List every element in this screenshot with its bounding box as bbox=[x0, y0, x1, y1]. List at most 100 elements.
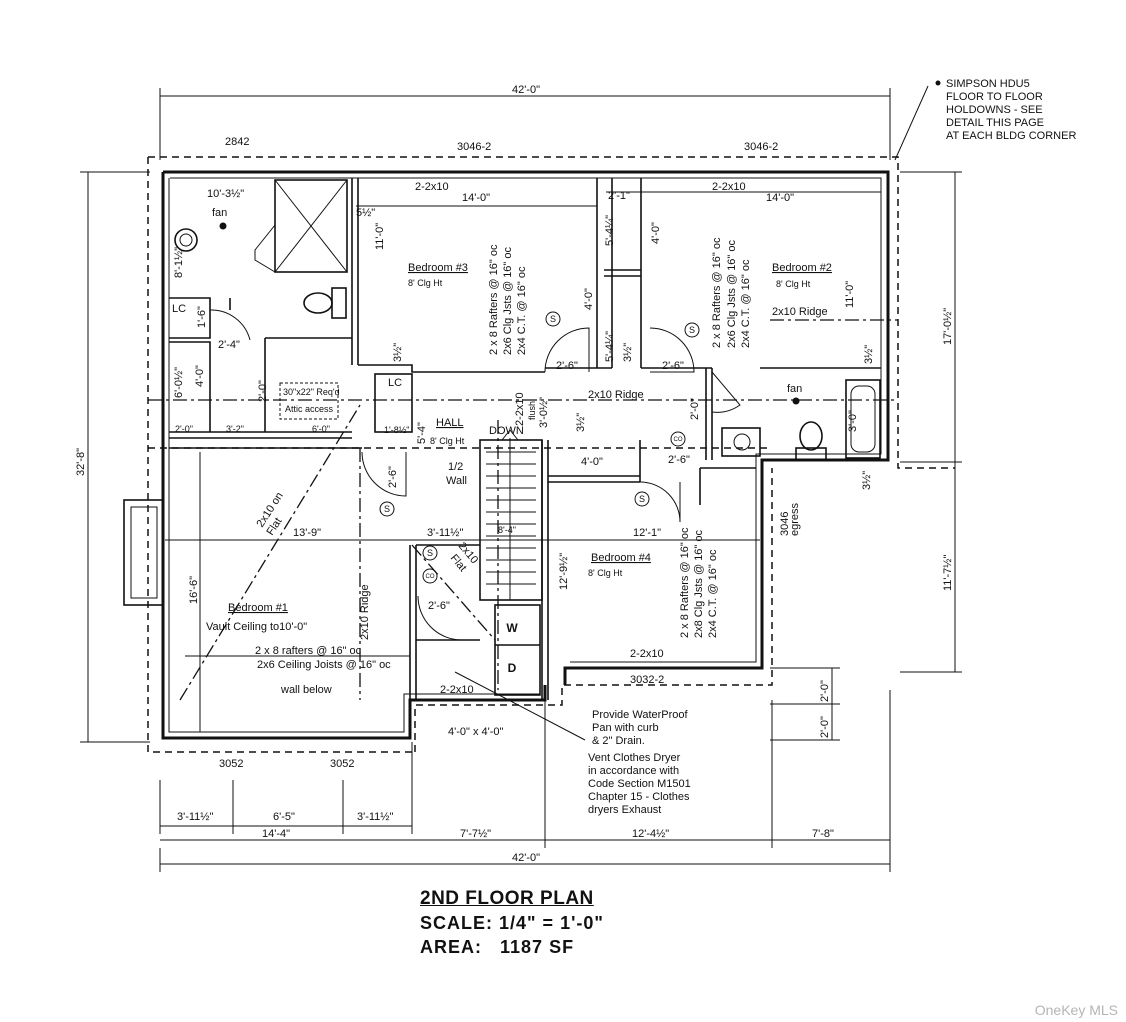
onekey-mls-watermark: OneKey MLS bbox=[1034, 1002, 1118, 1018]
window-tag: 3052 bbox=[330, 758, 354, 770]
svg-text:CO: CO bbox=[426, 574, 435, 580]
dim-misc: 2'-6" bbox=[662, 360, 684, 372]
waterproof-note: Provide WaterProof Pan with curb & 2" Dr… bbox=[592, 709, 689, 747]
svg-text:2x8 Clg Jsts @ 16" oc: 2x8 Clg Jsts @ 16" oc bbox=[693, 529, 705, 638]
wall-below-label: wall below bbox=[280, 684, 332, 696]
dimension-lines bbox=[80, 85, 962, 872]
svg-text:AT EACH BLDG CORNER: AT EACH BLDG CORNER bbox=[946, 130, 1076, 142]
dim-jog-2: 2'-0" bbox=[819, 716, 831, 738]
half-wall-label: 1/2 bbox=[448, 461, 463, 473]
ridge-label: 2x10 Ridge bbox=[588, 389, 644, 401]
dim-room: 10'-3½" bbox=[207, 188, 244, 200]
header-label-2: 2-2x10 bbox=[712, 181, 746, 193]
dim-misc: 3'-0" bbox=[847, 410, 859, 432]
bedroom2-ceiling: 8' Clg Ht bbox=[776, 279, 811, 289]
dim-misc: 5'-4¼" bbox=[604, 215, 616, 246]
dim-misc: 2'-6" bbox=[668, 454, 690, 466]
svg-text:dryers Exhaust: dryers Exhaust bbox=[588, 804, 661, 816]
framing-notes-b4: 2 x 8 Rafters @ 16" oc 2x8 Clg Jsts @ 16… bbox=[679, 527, 719, 638]
door-swings bbox=[209, 309, 741, 641]
dim-misc: 5½" bbox=[356, 207, 375, 219]
half-wall-label-2: Wall bbox=[446, 475, 467, 487]
dim-room: 13'-9" bbox=[293, 527, 321, 539]
dim-room: 11'-0" bbox=[844, 281, 856, 308]
attic-label-1: 30"x22" Req'd bbox=[283, 387, 340, 397]
dim-misc: 4'-0" bbox=[194, 365, 206, 387]
svg-text:S: S bbox=[384, 504, 390, 514]
fan-icon bbox=[219, 222, 227, 230]
dim-stair: 3'-11½" bbox=[427, 527, 463, 539]
svg-text:Vent Clothes Dryer: Vent Clothes Dryer bbox=[588, 752, 681, 764]
interior-walls bbox=[169, 178, 881, 738]
dim-misc: 2'-0" bbox=[175, 424, 193, 434]
holdown-note: SIMPSON HDU5 FLOOR TO FLOOR HOLDOWNS - S… bbox=[946, 78, 1076, 142]
svg-text:Pan with curb: Pan with curb bbox=[592, 722, 659, 734]
attic-access bbox=[279, 382, 339, 420]
bedroom3-ceiling: 8' Clg Ht bbox=[408, 278, 443, 288]
svg-text:2x4 C.T. @ 16" oc: 2x4 C.T. @ 16" oc bbox=[516, 266, 528, 355]
header-label-4: 2-2x10 bbox=[440, 684, 474, 696]
dim-bottom: 12'-4½" bbox=[632, 828, 669, 840]
svg-text:S: S bbox=[639, 494, 645, 504]
bedroom3-name: Bedroom #3 bbox=[408, 262, 468, 274]
rafters-b1: 2 x 8 rafters @ 16" oc bbox=[255, 645, 362, 657]
svg-text:S: S bbox=[689, 325, 695, 335]
dim-misc: 4'-0" bbox=[650, 222, 662, 244]
ridge-label-vertical: 2x10 Ridge bbox=[359, 584, 371, 640]
svg-text:2 x 8 Rafters @ 16" oc: 2 x 8 Rafters @ 16" oc bbox=[679, 527, 691, 638]
flush-label-2: flush bbox=[527, 401, 537, 420]
fan-label-2: fan bbox=[787, 383, 802, 395]
dim-misc: 3½" bbox=[392, 343, 404, 362]
dim-misc: 2'-6" bbox=[556, 360, 578, 372]
dim-misc: 1'-8½" bbox=[384, 425, 409, 435]
svg-text:HOLDOWNS - SEE: HOLDOWNS - SEE bbox=[946, 104, 1043, 116]
dim-misc: 4'-0" bbox=[583, 288, 595, 310]
bedroom1-ceiling: Vault Ceiling to10'-0" bbox=[206, 621, 307, 633]
bay-bumpout bbox=[123, 499, 164, 606]
header-label-3: 2-2x10 bbox=[630, 648, 664, 660]
dim-overall-depth: 32'-8" bbox=[75, 448, 87, 476]
window-tag: 3046-2 bbox=[744, 141, 778, 153]
dim-misc: 2'-1" bbox=[608, 190, 630, 202]
svg-text:2 x 8 Rafters @ 16" oc: 2 x 8 Rafters @ 16" oc bbox=[711, 237, 723, 348]
egress-label-2: egress bbox=[789, 502, 801, 536]
dim-jog-1: 2'-0" bbox=[819, 680, 831, 702]
linen-closet-label: LC bbox=[172, 303, 186, 315]
dim-misc: 3½" bbox=[861, 471, 873, 490]
framing-notes-b2: 2 x 8 Rafters @ 16" oc 2x6 Clg Jsts @ 16… bbox=[711, 237, 752, 348]
dim-stair-run: 8'-4" bbox=[498, 525, 516, 535]
svg-text:2x4 C.T. @ 16" oc: 2x4 C.T. @ 16" oc bbox=[740, 259, 752, 348]
dim-misc: 5'-4" bbox=[416, 422, 428, 444]
washer-label: W bbox=[506, 621, 518, 635]
dim-room: 11'-0" bbox=[374, 223, 386, 250]
svg-text:Code Section M1501: Code Section M1501 bbox=[588, 778, 691, 790]
svg-text:CO: CO bbox=[674, 437, 683, 443]
window-tag: 2842 bbox=[225, 136, 249, 148]
plan-area-label: AREA: bbox=[420, 937, 482, 957]
hall-name: HALL bbox=[436, 417, 464, 429]
svg-text:Provide WaterProof: Provide WaterProof bbox=[592, 709, 689, 721]
bath1-fixtures bbox=[174, 179, 348, 319]
dim-bottom: 7'-8" bbox=[812, 828, 834, 840]
title-block: 2ND FLOOR PLAN SCALE: 1/4" = 1'-0" AREA:… bbox=[420, 888, 604, 958]
dim-bottom: 3'-11½" bbox=[177, 811, 213, 823]
window-tag: 3046-2 bbox=[457, 141, 491, 153]
svg-text:in accordance with: in accordance with bbox=[588, 765, 679, 777]
dim-bottom: 6'-5" bbox=[273, 811, 295, 823]
svg-text:2x6 Clg Jsts @ 16" oc: 2x6 Clg Jsts @ 16" oc bbox=[502, 246, 514, 355]
stair-down-label: DOWN bbox=[489, 425, 524, 437]
dim-misc: 3'-0½" bbox=[538, 397, 550, 428]
dim-misc: 6'-0" bbox=[312, 424, 330, 434]
dim-room: 14'-0" bbox=[462, 192, 490, 204]
linen-closet-label-2: LC bbox=[388, 377, 402, 389]
dim-room: 12'-9½" bbox=[558, 553, 570, 590]
shower-label: 4'-0" x 4'-0" bbox=[448, 726, 504, 738]
framing-notes-b3: 2 x 8 Rafters @ 16" oc 2x6 Clg Jsts @ 16… bbox=[488, 244, 528, 355]
detectors: S S S S CO S CO bbox=[379, 311, 700, 584]
bedroom1-name: Bedroom #1 bbox=[228, 602, 288, 614]
span-lines bbox=[165, 191, 881, 732]
dryer-label: D bbox=[508, 661, 517, 675]
dim-right-lower: 11'-7½" bbox=[942, 555, 954, 591]
dim-misc: 2'-0" bbox=[257, 380, 269, 402]
egress-label: 3046 bbox=[779, 512, 791, 536]
